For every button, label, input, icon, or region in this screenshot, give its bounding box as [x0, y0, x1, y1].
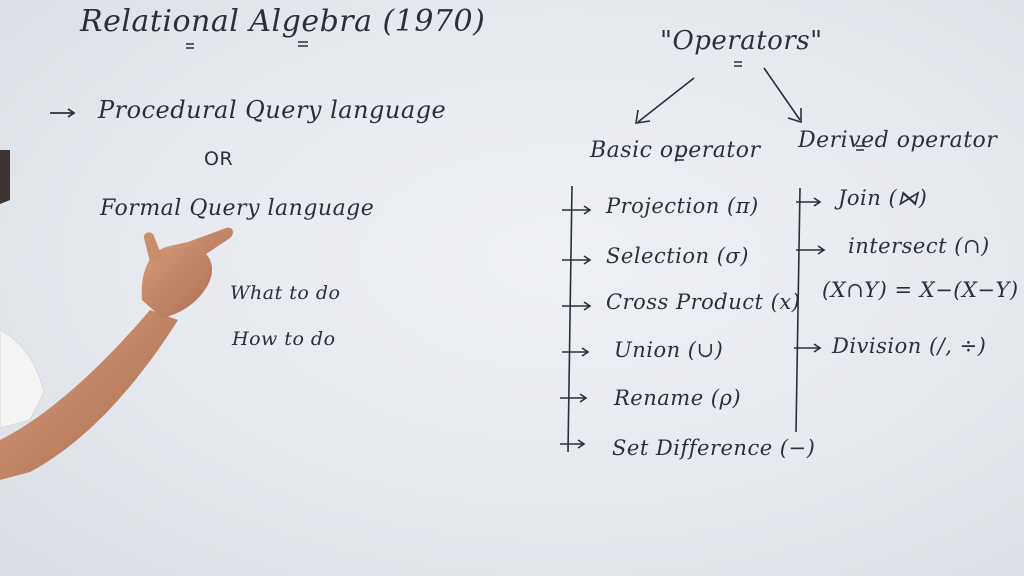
board-title: Relational Algebra (1970)	[80, 4, 486, 39]
derived-item: (X∩Y) = X−(X−Y)	[822, 278, 1019, 302]
basic-item: Set Difference (−)	[612, 436, 816, 460]
basic-heading: Basic operator	[590, 138, 761, 163]
derived-item: intersect (∩)	[848, 234, 990, 258]
derived-item: Join (⋈)	[838, 186, 928, 210]
basic-branch-arrow	[635, 77, 695, 124]
procedural-text: Procedural Query language	[98, 96, 447, 124]
procedural-arrow	[50, 108, 76, 118]
basic-item: Projection (π)	[606, 194, 759, 218]
basic-item: Rename (ρ)	[614, 386, 742, 410]
derived-item: Division (/, ÷)	[832, 334, 987, 358]
what-text: What to do	[230, 282, 341, 304]
or-text: OR	[204, 148, 234, 170]
derived-branch-arrow	[763, 67, 802, 124]
formal-text: Formal Query language	[100, 196, 375, 221]
derived-heading: Derived operator	[798, 128, 998, 153]
derived-list-line	[794, 187, 826, 433]
how-text: How to do	[232, 328, 336, 350]
basic-item: Selection (σ)	[606, 244, 749, 268]
basic-list-line	[560, 185, 592, 453]
basic-item: Cross Product (x)	[606, 290, 801, 314]
basic-item: Union (∪)	[614, 338, 724, 362]
operators-heading: "Operators"	[660, 26, 823, 56]
